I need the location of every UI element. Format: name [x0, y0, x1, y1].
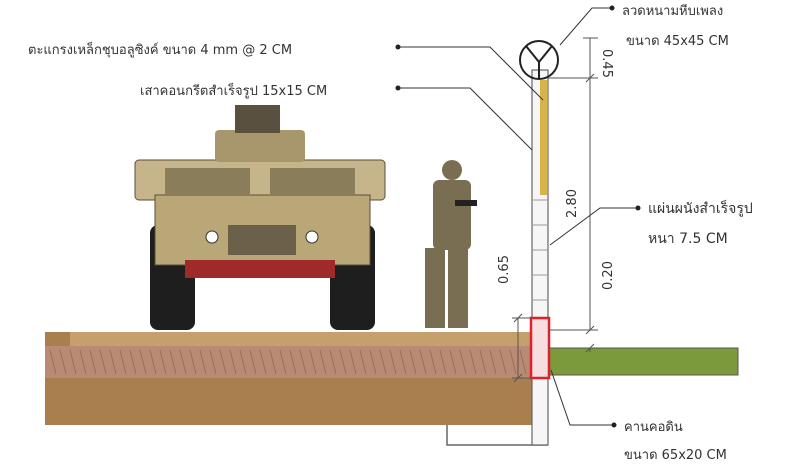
panel-label-line1: แผ่นผนังสำเร็จรูป	[648, 201, 753, 217]
beam-label-line1: คานคอดิน	[624, 420, 683, 435]
leader-lines	[398, 7, 638, 426]
leader-dots	[395, 5, 641, 428]
dimension-lines	[512, 37, 598, 383]
mesh-section	[540, 80, 547, 195]
panel-label-line2: หนา 7.5 CM	[648, 231, 728, 247]
military-vehicle	[134, 105, 386, 330]
grass-strip	[547, 347, 739, 376]
panel-joints	[533, 199, 547, 301]
dim-wire-height: 0.45	[598, 49, 614, 78]
beam-label-line2: ขนาด 65x20 CM	[624, 448, 727, 463]
soil-top-band	[70, 332, 535, 346]
razor-wire	[519, 40, 559, 80]
wire-label-line2: ขนาด 45x45 CM	[626, 34, 729, 49]
soldier	[425, 160, 477, 328]
mesh-label: ตะแกรงเหล็กชุบอลูซิงค์ ขนาด 4 mm @ 2 CM	[28, 43, 293, 58]
dim-beam-gap: 0.20	[600, 261, 616, 290]
dim-beam-above: 0.65	[496, 255, 512, 284]
dim-fence-height: 2.80	[564, 189, 580, 218]
ground-beam	[529, 316, 551, 380]
post-label: เสาคอนกรีตสำเร็จรูป 15x15 CM	[140, 84, 328, 99]
soil-hatching	[49, 349, 527, 375]
wire-label-line1: ลวดหนามหีบเพลง	[622, 4, 724, 19]
